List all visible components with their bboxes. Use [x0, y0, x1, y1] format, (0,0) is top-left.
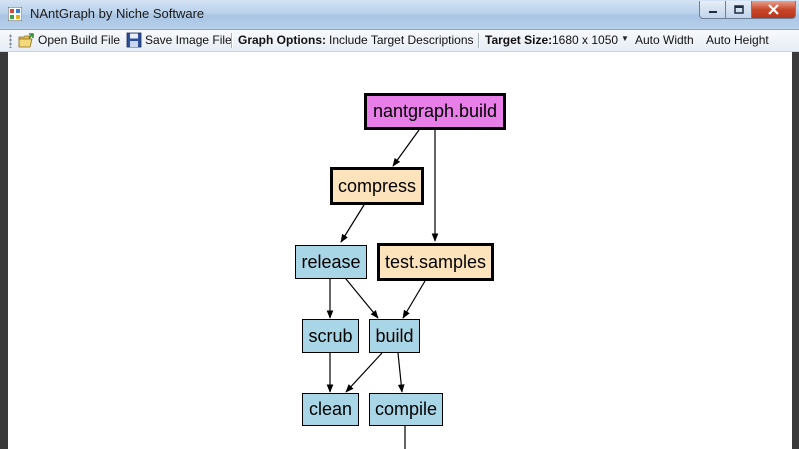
- edge-compress-release: [340, 204, 365, 243]
- close-button[interactable]: [751, 1, 796, 19]
- save-disk-icon[interactable]: [126, 32, 143, 49]
- node-clean[interactable]: clean: [302, 393, 359, 426]
- target-size-select[interactable]: 1680 x 1050: [552, 33, 619, 47]
- edge-build-compile: [397, 352, 405, 393]
- open-folder-icon[interactable]: [18, 32, 35, 49]
- save-image-file-button[interactable]: Save Image File: [145, 33, 232, 47]
- toolbar-grip[interactable]: [9, 34, 12, 48]
- edge-test-samples-build: [402, 280, 426, 319]
- node-test-samples[interactable]: test.samples: [377, 243, 494, 281]
- graph-canvas[interactable]: nantgraph.build compress release test.sa…: [8, 52, 792, 449]
- auto-width-toggle[interactable]: Auto Width: [635, 33, 694, 47]
- target-size-label: Target Size:: [485, 33, 553, 47]
- graph-edges: [326, 129, 439, 449]
- minimize-icon: [708, 10, 717, 13]
- node-build[interactable]: build: [369, 319, 420, 353]
- node-compile[interactable]: compile: [369, 393, 443, 426]
- window-right-border: [792, 52, 799, 449]
- toolbar-separator: [478, 33, 479, 48]
- node-release[interactable]: release: [295, 245, 367, 279]
- maximize-icon: [733, 4, 744, 14]
- window-title: NAntGraph by Niche Software: [30, 6, 205, 21]
- node-nantgraph-build[interactable]: nantgraph.build: [364, 93, 506, 130]
- toolbar: Open Build File Save Image File Graph Op…: [0, 30, 799, 52]
- app-icon: [8, 7, 22, 21]
- auto-height-toggle[interactable]: Auto Height: [706, 33, 769, 47]
- open-build-file-button[interactable]: Open Build File: [38, 33, 121, 47]
- maximize-button[interactable]: [725, 1, 752, 19]
- minimize-button[interactable]: [699, 1, 726, 19]
- chevron-down-icon[interactable]: ▼: [621, 34, 629, 43]
- toolbar-separator: [231, 33, 232, 48]
- edge-build-clean: [345, 352, 383, 393]
- window-left-border: [0, 52, 8, 449]
- title-bar[interactable]: NAntGraph by Niche Software: [0, 0, 799, 30]
- graph-options-label: Graph Options:: [238, 33, 326, 47]
- include-target-descriptions-toggle[interactable]: Include Target Descriptions: [329, 33, 474, 47]
- edge-root-compress: [392, 129, 420, 167]
- edge-release-build: [345, 278, 379, 319]
- node-compress[interactable]: compress: [330, 167, 424, 205]
- node-scrub[interactable]: scrub: [302, 319, 359, 353]
- close-icon: [768, 4, 779, 15]
